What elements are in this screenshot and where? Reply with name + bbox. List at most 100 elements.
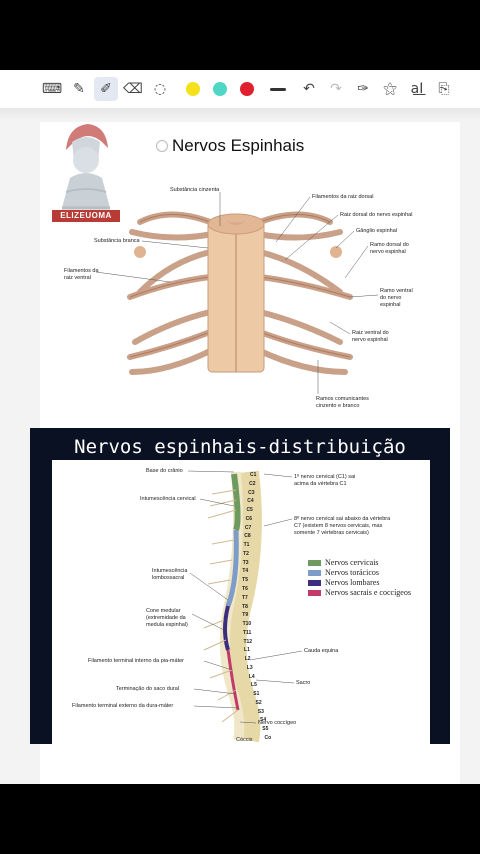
label-dorsal-root-filaments: Filamentos da raiz dorsal (312, 194, 374, 200)
legend-swatch (308, 589, 321, 596)
label-dorsal-root: Raiz dorsal do nervo espinhal (340, 212, 413, 218)
logo-text: ELIZEUOMA (52, 210, 120, 222)
vertebra-label: T10 (242, 621, 252, 628)
vertebra-label: C2 (249, 480, 256, 487)
vertebra-label: C1 (250, 472, 257, 478)
vertebra-label: T2 (243, 550, 249, 557)
spinal-nerve-figure: Substância cinzenta Filamentos da raiz d… (60, 182, 440, 420)
label-conus-3: medula espinhal) (146, 622, 188, 628)
vertebra-label: C7 (244, 524, 252, 531)
vertebra-label: T7 (242, 594, 248, 601)
legend-item: Nervos torácicos (308, 568, 379, 577)
legend-label: Nervos torácicos (325, 568, 379, 577)
label-ventral-root-2: nervo espinhal (352, 337, 388, 343)
label-cervical-enlargement: Intumescência cervical (140, 496, 196, 502)
label-c8-note-2: C7 (existem 8 nervos cervicais, mas (294, 523, 383, 529)
vertebra-label: L2 (244, 656, 251, 663)
pencil-icon[interactable]: ✎ (73, 81, 85, 97)
label-gray-matter: Substância cinzenta (170, 187, 220, 193)
shape-icon[interactable]: ⚝ (383, 81, 397, 97)
page-icon[interactable]: ⎘ (438, 81, 450, 97)
vertebra-label: C3 (248, 489, 255, 496)
label-skull-base: Base do crânio (146, 468, 183, 474)
color-yellow[interactable] (181, 77, 205, 101)
label-ventral-ramus-3: espinhal (380, 302, 401, 308)
color-cyan[interactable] (208, 77, 232, 101)
highlighter-icon[interactable]: ✐ (94, 77, 118, 101)
label-ventral-ramus-2: do nervo (380, 295, 402, 301)
label-ventral-filaments-1: Filamentos da (64, 268, 99, 274)
label-sacrum: Sacro (296, 680, 311, 686)
label-cauda-equina: Cauda equina (304, 648, 339, 654)
legend-swatch (308, 569, 321, 576)
label-filum-pia: Filamento terminal interno da pia-máter (88, 658, 184, 664)
vertebra-label: T9 (242, 612, 249, 619)
vertebra-label: S5 (262, 726, 269, 733)
label-lumbosacral-2: lombossacral (152, 575, 185, 581)
label-conus-2: (extremidade da (146, 615, 186, 621)
watermark-logo: ELIZEUOMA (52, 120, 120, 230)
vertebra-label: T5 (242, 577, 248, 584)
vertebra-label: C4 (247, 498, 254, 505)
legend-swatch (308, 579, 321, 586)
label-lumbosacral-1: Intumescência (152, 568, 188, 574)
marker-icon[interactable]: ✑ (357, 81, 369, 97)
vertebra-label: L3 (246, 664, 253, 671)
color-dot-cyan (213, 82, 227, 96)
label-c1-note-2: acima da vértebra C1 (294, 481, 347, 487)
keyboard-icon[interactable]: ⌨ (41, 81, 63, 97)
vertebra-label: C8 (244, 533, 251, 540)
undo-icon[interactable]: ↶ (303, 81, 315, 97)
label-dural-sac: Terminação do saco dural (116, 686, 179, 692)
spinal-cord-illustration (127, 211, 353, 375)
stroke-width-button[interactable] (266, 77, 290, 101)
label-communicating-rami-2: cinzento e branco (316, 403, 360, 409)
legend-label: Nervos cervicais (325, 558, 379, 567)
label-white-matter: Substância branca (94, 238, 140, 244)
drawing-toolbar: ⌨ ✎ ✐ ⌫ ◌ ↶ ↷ ✑ ⚝ a͟I ⎘ (0, 70, 480, 108)
radio-icon[interactable] (156, 140, 168, 152)
legend-label: Nervos sacrais e coccígeos (325, 588, 411, 597)
distribution-title: Nervos espinhais-distribuição (74, 436, 406, 458)
vertebra-label: S3 (257, 708, 264, 715)
vertebra-label: Co (264, 735, 272, 741)
label-c1-note-1: 1º nervo cervical (C1) sai (294, 474, 356, 480)
toolbar-shadow (0, 108, 480, 120)
label-communicating-rami-1: Ramos comunicantes (316, 396, 369, 402)
vertebra-label: T4 (242, 568, 249, 575)
color-red[interactable] (235, 77, 259, 101)
eraser-icon[interactable]: ⌫ (123, 81, 143, 97)
legend-item: Nervos cervicais (308, 558, 379, 567)
label-ventral-filaments-2: raiz ventral (64, 275, 91, 281)
figure1-leader-lines (95, 192, 379, 394)
legend-swatch (308, 559, 321, 566)
stroke-width-icon (270, 87, 286, 91)
vertebra-label: T8 (242, 603, 248, 610)
label-conus-1: Cone medular (146, 608, 181, 614)
vertebra-label: S1 (253, 691, 260, 698)
lasso-icon[interactable]: ◌ (153, 81, 167, 97)
page-title: Nervos Espinhais (172, 136, 305, 155)
spine-illustration (203, 470, 262, 743)
redo-icon[interactable]: ↷ (330, 81, 342, 97)
distribution-figure: Nervos espinhais-distribuição (30, 428, 450, 744)
vertebra-label: T1 (243, 542, 250, 549)
vertebra-label: L4 (248, 673, 255, 680)
vertebra-label: C6 (245, 515, 253, 522)
label-c8-note-1: 8º nervo cervical sai abaixo da vértebra (294, 516, 391, 522)
note-page: ⌨ ✎ ✐ ⌫ ◌ ↶ ↷ ✑ ⚝ a͟I ⎘ (0, 70, 480, 784)
vertebra-label: T12 (243, 638, 253, 645)
vertebra-label: L5 (251, 682, 257, 689)
text-icon[interactable]: a͟I (410, 81, 424, 97)
label-ventral-root-1: Raiz ventral do (352, 330, 389, 336)
label-coccygeal-nerve: Nervo coccígeo (258, 720, 297, 726)
vertebra-label: S2 (255, 699, 262, 706)
label-dorsal-ramus-1: Ramo dorsal do (370, 242, 409, 248)
vertebra-label: T3 (242, 559, 249, 566)
vertebra-label: S4 (260, 717, 267, 724)
legend-item: Nervos sacrais e coccígeos (308, 588, 411, 597)
color-dot-yellow (186, 82, 200, 96)
label-spinal-ganglion: Gânglio espinhal (356, 228, 397, 234)
